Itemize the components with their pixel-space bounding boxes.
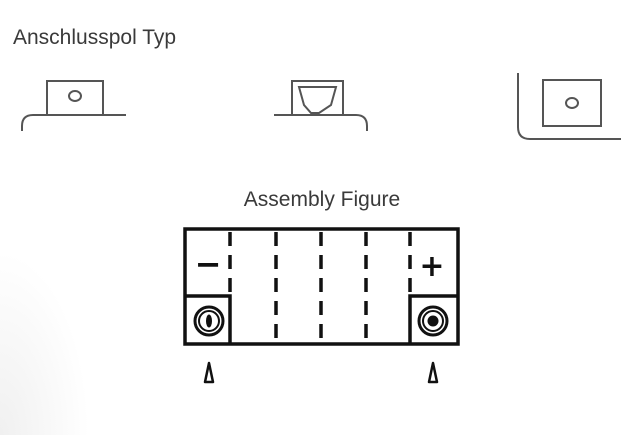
cell-dividers	[228, 232, 412, 341]
positive-marker-icon	[427, 361, 439, 384]
negative-terminal	[185, 294, 232, 344]
negative-marker-icon	[203, 361, 215, 384]
positive-symbol: +	[419, 249, 444, 284]
battery-assembly-figure: − +	[183, 227, 460, 384]
assembly-figure-title: Assembly Figure	[243, 188, 401, 211]
round-hole-terminal-icon	[21, 80, 126, 131]
corner-hole-terminal-icon	[517, 73, 621, 140]
battery-body	[183, 227, 460, 346]
trapezoid-clamp-terminal-icon	[274, 80, 368, 131]
terminal-type-title: Anschlusspol Typ	[13, 26, 177, 49]
positive-terminal	[408, 294, 458, 344]
negative-symbol: −	[195, 245, 222, 283]
